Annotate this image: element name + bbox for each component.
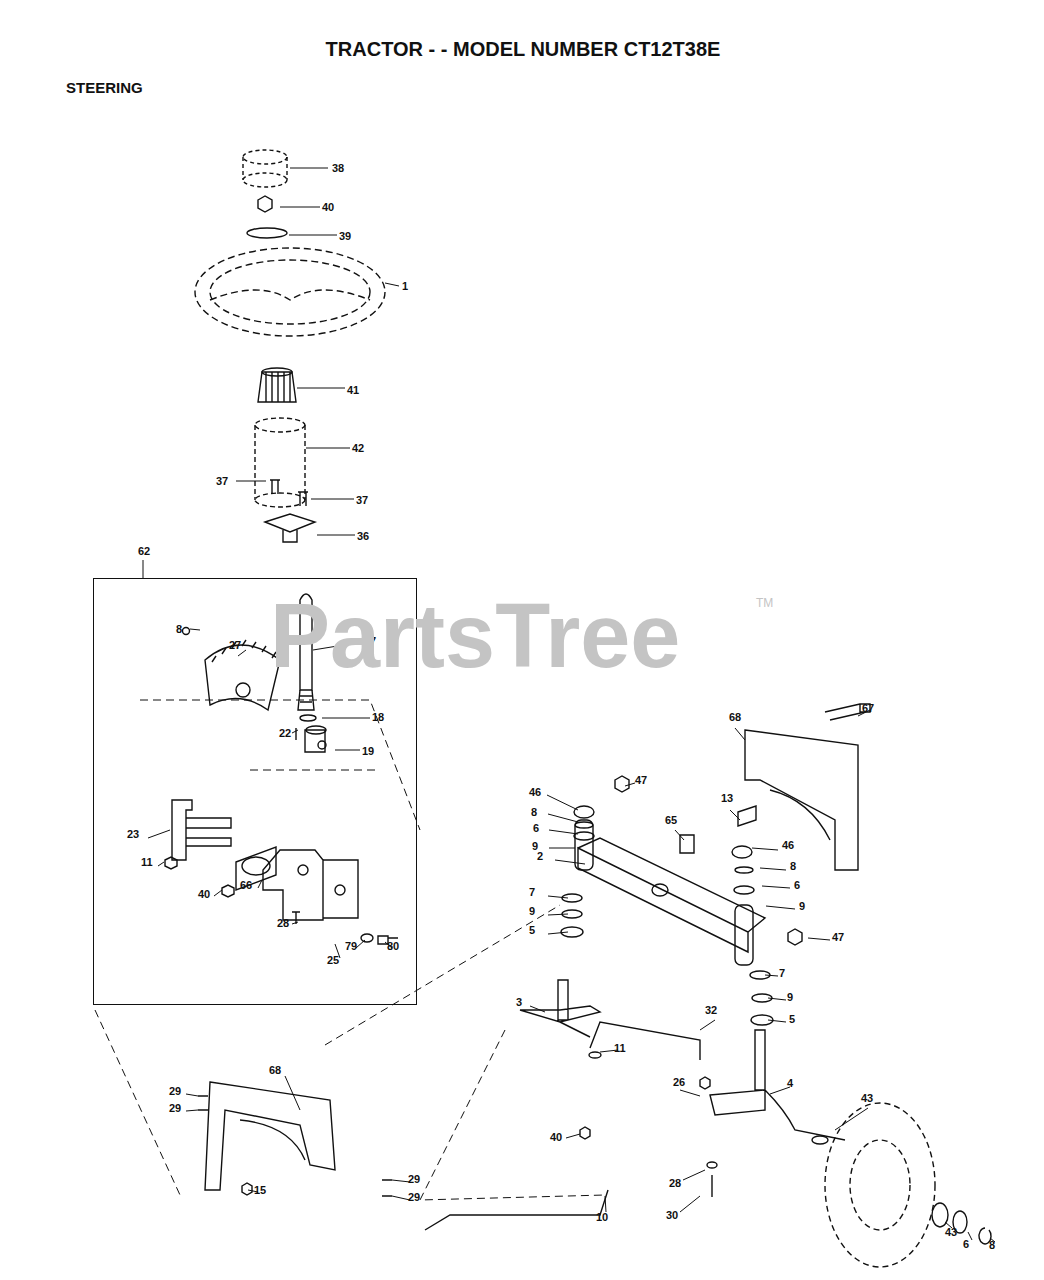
front-axle (425, 704, 991, 1267)
callout-number: 43 (945, 1226, 957, 1238)
watermark: PartsTree (270, 587, 680, 686)
callout-number: 29 (169, 1085, 181, 1097)
callout-number: 11 (614, 1042, 626, 1054)
callout-number: 2 (537, 850, 543, 862)
left-bracket (198, 1082, 392, 1196)
callout-number: 6 (963, 1238, 969, 1250)
callout-number: 6 (794, 879, 800, 891)
callout-number: 43 (861, 1092, 873, 1104)
callout-number: 68 (729, 711, 741, 723)
callout-number: 3 (516, 996, 522, 1008)
callout-number: 1 (402, 280, 408, 292)
callout-number: 18 (372, 711, 384, 723)
callout-number: 8 (790, 860, 796, 872)
callout-number: 8 (989, 1239, 995, 1251)
callout-number: 25 (327, 954, 339, 966)
section-heading: STEERING (66, 80, 143, 97)
callout-number: 23 (127, 828, 139, 840)
callout-number: 37 (216, 475, 228, 487)
callout-number: 68 (269, 1064, 281, 1076)
callout-number: 11 (141, 856, 153, 868)
callout-number: 46 (782, 839, 794, 851)
callout-number: 42 (352, 442, 364, 454)
callout-number: 28 (277, 917, 289, 929)
watermark: TM (756, 597, 773, 610)
callout-number: 62 (138, 545, 150, 557)
steering-column (195, 150, 385, 542)
callout-number: 19 (362, 745, 374, 757)
callout-number: 29 (408, 1191, 420, 1203)
callout-number: 36 (357, 530, 369, 542)
callout-number: 5 (529, 924, 535, 936)
callout-number: 40 (322, 201, 334, 213)
callout-number: 41 (347, 384, 359, 396)
callout-number: 80 (387, 940, 399, 952)
callout-number: 4 (787, 1077, 793, 1089)
callout-number: 37 (356, 494, 368, 506)
callout-number: 32 (705, 1004, 717, 1016)
callout-number: 40 (198, 888, 210, 900)
callout-number: 10 (596, 1211, 608, 1223)
callout-number: 65 (665, 814, 677, 826)
callout-number: 15 (254, 1184, 266, 1196)
callout-number: 6 (533, 822, 539, 834)
callout-number: 5 (789, 1013, 795, 1025)
callout-number: 9 (787, 991, 793, 1003)
callout-number: 7 (779, 967, 785, 979)
callout-number: 28 (669, 1177, 681, 1189)
center-line (140, 700, 420, 830)
callout-number: 9 (799, 900, 805, 912)
callout-number: 8 (176, 623, 182, 635)
callout-number: 47 (635, 774, 647, 786)
leader-lines (143, 168, 995, 1242)
callout-number: 13 (721, 792, 733, 804)
callout-number: 79 (345, 940, 357, 952)
callout-number: 38 (332, 162, 344, 174)
page-title: TRACTOR - - MODEL NUMBER CT12T38E (326, 38, 721, 60)
callout-number: 29 (169, 1102, 181, 1114)
callout-number: 26 (673, 1076, 685, 1088)
callout-number: 8 (531, 806, 537, 818)
center-line (95, 905, 605, 1200)
callout-number: 29 (408, 1173, 420, 1185)
callout-number: 30 (666, 1209, 678, 1221)
callout-number: 22 (279, 727, 291, 739)
callout-number: 46 (529, 786, 541, 798)
callout-number: 7 (529, 886, 535, 898)
callout-number: 47 (832, 931, 844, 943)
callout-number: 9 (529, 905, 535, 917)
callout-number: 27 (229, 639, 241, 651)
callout-number: 66 (240, 879, 252, 891)
callout-number: 67 (862, 702, 874, 714)
callout-number: 39 (339, 230, 351, 242)
callout-number: 40 (550, 1131, 562, 1143)
